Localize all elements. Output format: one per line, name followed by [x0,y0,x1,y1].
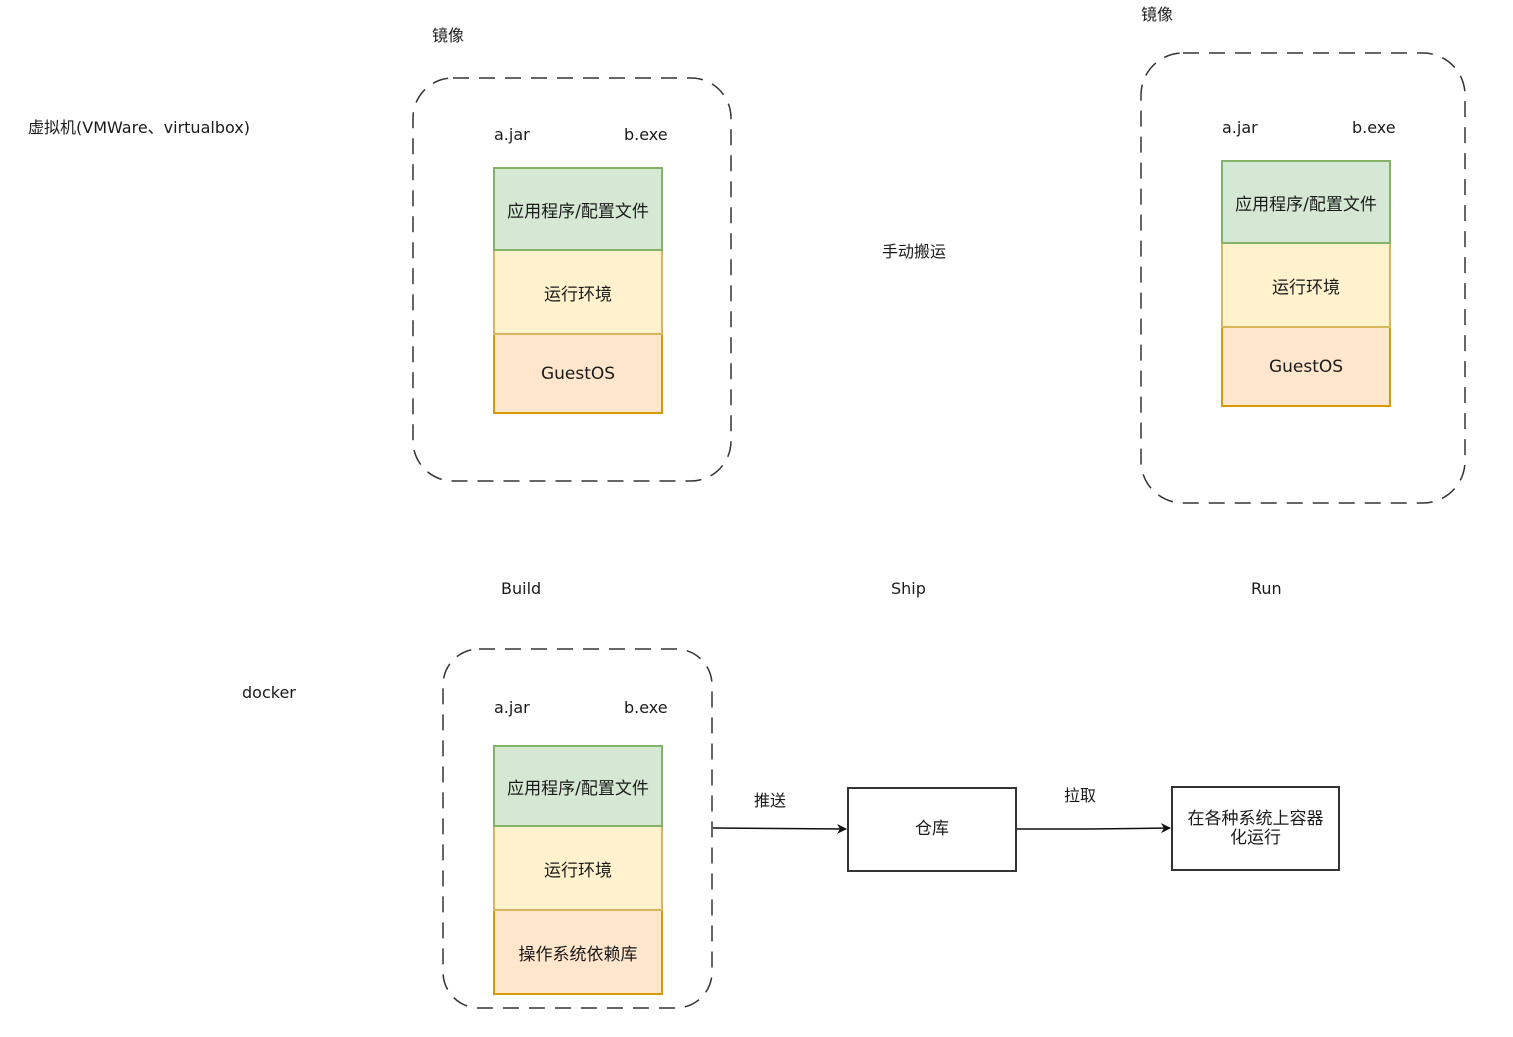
left-layer-os[interactable]: GuestOS [493,335,663,414]
run-target-text: 在各种系统上容器化运行 [1187,808,1324,848]
left-layer-runtime[interactable]: 运行环境 [493,251,663,335]
vm-label: 虚拟机(VMWare、virtualbox) [28,118,250,137]
manual-move-label: 手动搬运 [882,242,947,261]
stage-run: Run [1251,579,1282,598]
pull-arrow [1016,823,1171,834]
left-image-frame[interactable] [412,77,732,482]
docker-file-b: b.exe [624,698,668,717]
pull-label: 拉取 [1064,786,1097,805]
push-arrow [712,823,847,834]
right-image-title: 镜像 [1141,5,1174,24]
docker-label: docker [242,683,296,702]
push-label: 推送 [754,791,787,810]
docker-layer-runtime[interactable]: 运行环境 [493,827,663,911]
right-file-b: b.exe [1352,118,1396,137]
right-file-a: a.jar [1222,118,1258,137]
right-layer-os[interactable]: GuestOS [1221,328,1391,407]
stage-ship: Ship [891,579,926,598]
docker-image-frame[interactable] [442,648,713,1009]
docker-file-a: a.jar [494,698,530,717]
run-target-box[interactable]: 在各种系统上容器化运行 [1171,786,1340,871]
docker-layer-os-libs[interactable]: 操作系统依赖库 [493,911,663,995]
left-image-title: 镜像 [432,26,465,45]
repository-box[interactable]: 仓库 [847,787,1017,872]
docker-layer-app[interactable]: 应用程序/配置文件 [493,745,663,827]
right-layer-runtime[interactable]: 运行环境 [1221,244,1391,328]
stage-build: Build [501,579,542,598]
right-layer-app[interactable]: 应用程序/配置文件 [1221,160,1391,244]
right-image-frame[interactable] [1140,52,1466,504]
left-layer-app[interactable]: 应用程序/配置文件 [493,167,663,251]
left-file-b: b.exe [624,125,668,144]
left-file-a: a.jar [494,125,530,144]
